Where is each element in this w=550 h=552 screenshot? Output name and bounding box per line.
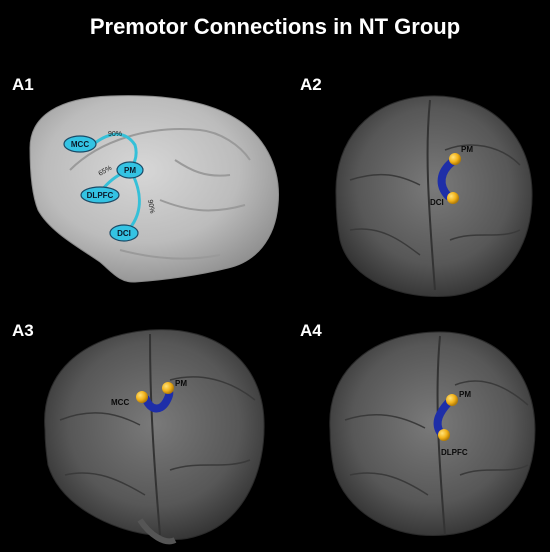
a3-sulcus xyxy=(64,472,146,496)
a4-point-label-pm: PM xyxy=(459,390,471,399)
a2-point-pm xyxy=(449,153,461,165)
a4-point-dlpfc xyxy=(438,429,450,441)
a3-point-pm xyxy=(162,382,174,394)
panel-a4: PM DLPFC xyxy=(329,331,536,537)
a2-point-label-pm: PM xyxy=(461,145,473,154)
a4-point-pm xyxy=(446,394,458,406)
a1-node-label: DLPFC xyxy=(87,191,114,200)
a4-point-label-dlpfc: DLPFC xyxy=(441,448,468,457)
a3-brainstem xyxy=(137,518,177,545)
a4-sulcus xyxy=(344,414,426,429)
a2-tract xyxy=(437,158,456,200)
a2-sulcus xyxy=(349,173,421,186)
a3-sulcus xyxy=(169,459,251,471)
a2-sulcus xyxy=(349,228,421,256)
a1-connection-pm-dci xyxy=(128,174,141,229)
panel-a1: 90% 65% 90% MCC PM DLPFC DCI xyxy=(29,95,280,283)
a3-point-label-pm: PM xyxy=(175,379,187,388)
a1-sulcus xyxy=(69,128,251,171)
a2-sulcus xyxy=(449,229,521,241)
figure-title: Premotor Connections in NT Group xyxy=(89,14,461,39)
a1-sulcus xyxy=(174,159,231,177)
a4-sulcus xyxy=(349,472,429,496)
a1-node-dlpfc: DLPFC xyxy=(80,186,120,204)
a1-node-label: PM xyxy=(124,166,136,175)
a3-brain-surface xyxy=(44,329,265,540)
a1-sulcus xyxy=(119,249,221,260)
a3-sulcus xyxy=(59,412,141,426)
a4-brain-surface xyxy=(329,331,536,537)
a1-percent-mcc-pm: 90% xyxy=(108,131,122,138)
a1-percent-pm-dci: 90% xyxy=(146,199,155,214)
panel-a3: MCC PM xyxy=(44,329,265,545)
a4-sulcus xyxy=(459,464,529,476)
a1-node-mcc: MCC xyxy=(63,135,97,153)
a2-point-label-dci: DCI xyxy=(430,198,444,207)
a1-node-label: MCC xyxy=(71,140,89,149)
a2-sulcus xyxy=(444,144,521,166)
a1-node-label: DCI xyxy=(117,229,131,238)
panel-a2: PM DCI xyxy=(335,95,533,297)
a2-point-dci xyxy=(447,192,459,204)
a1-brain-surface xyxy=(29,95,280,283)
panel-label-a2: A2 xyxy=(300,75,322,94)
a1-node-dci: DCI xyxy=(109,224,139,242)
a3-point-label-mcc: MCC xyxy=(111,398,129,407)
a4-sulcus xyxy=(454,380,529,406)
a3-fissure xyxy=(149,333,161,536)
panel-label-a4: A4 xyxy=(300,321,322,340)
a2-fissure xyxy=(426,99,436,291)
a1-node-pm: PM xyxy=(116,161,144,179)
panel-label-a3: A3 xyxy=(12,321,34,340)
a4-tract xyxy=(433,399,452,436)
panel-label-a1: A1 xyxy=(12,75,34,94)
a3-sulcus xyxy=(169,376,256,401)
a3-point-mcc xyxy=(136,391,148,403)
a1-sulcus xyxy=(159,199,246,212)
